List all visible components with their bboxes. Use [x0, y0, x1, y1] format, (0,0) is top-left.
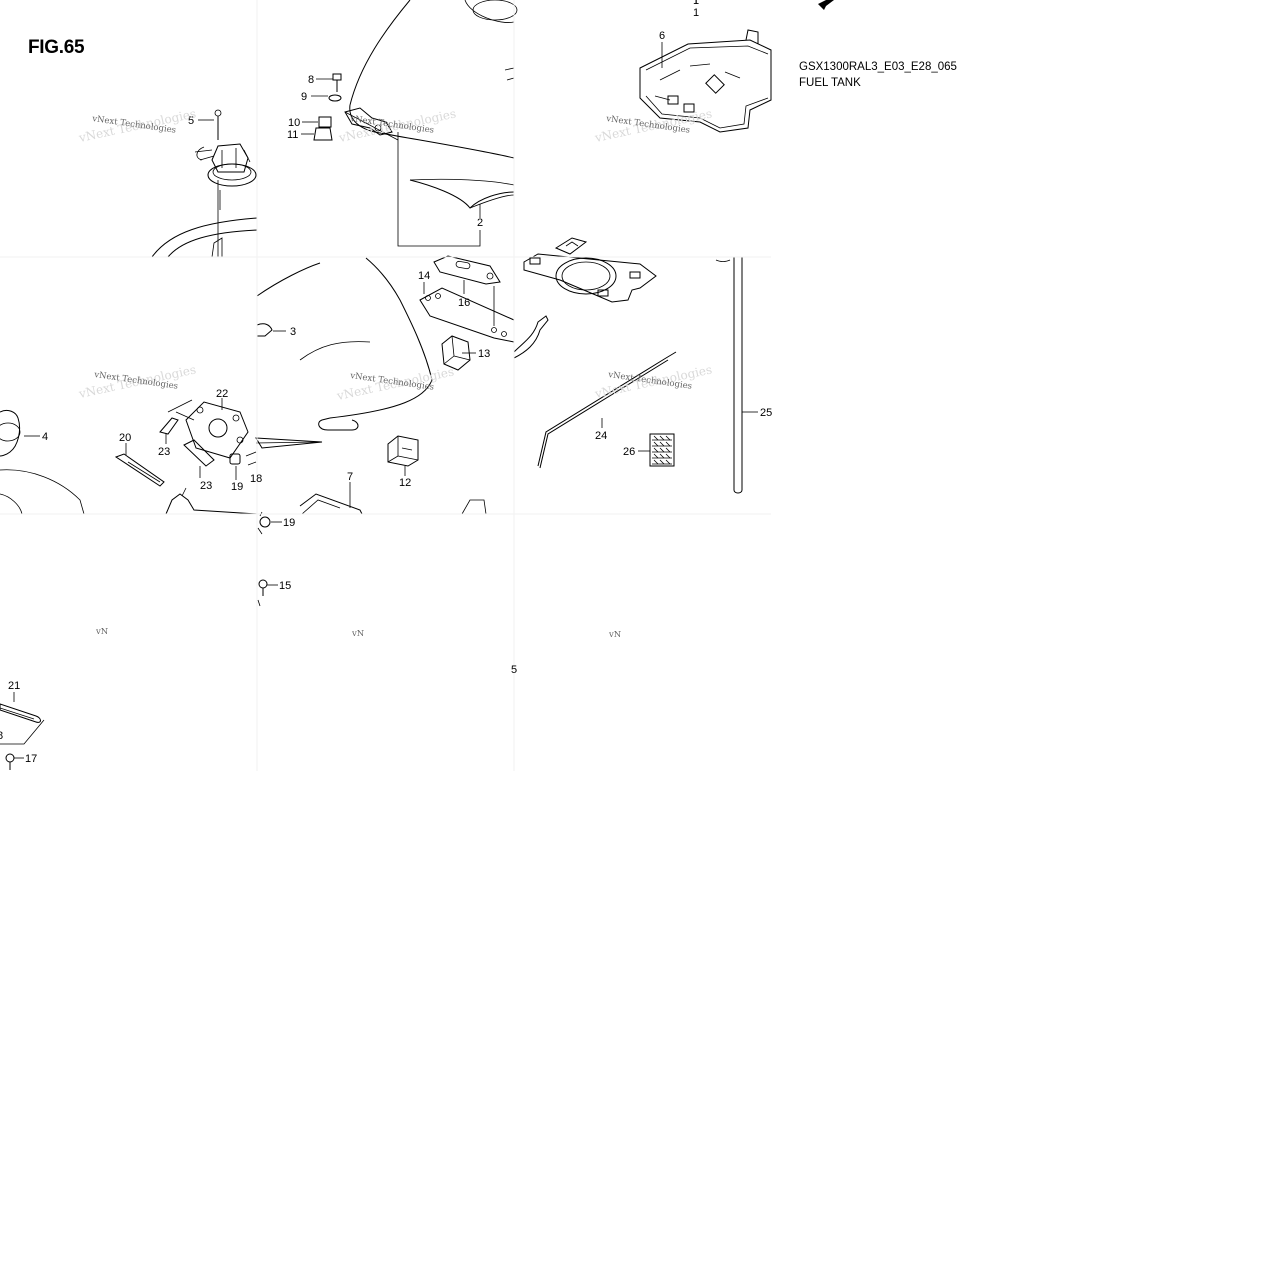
- callout-26: 26: [623, 446, 635, 458]
- lower-left-hardware: [0, 692, 45, 770]
- callout-6: 6: [659, 30, 665, 42]
- callout-13: 13: [478, 348, 490, 360]
- figure-info: GSX1300RAL3_E03_E28_065 FUEL TANK: [799, 59, 957, 91]
- callout-5-cut: 5: [511, 664, 517, 676]
- callout-24: 24: [595, 430, 607, 442]
- callout-labels: 1 1 2 3 4 5 6 7 8 9 10 11 12 13 14 15 16…: [0, 0, 772, 765]
- callout-2: 2: [477, 217, 483, 229]
- callout-21: 21: [8, 680, 20, 692]
- callout-4: 4: [42, 431, 48, 443]
- callout-1-top: 1: [693, 0, 699, 7]
- callout-19-left: 19: [231, 481, 243, 493]
- callout-11: 11: [287, 129, 298, 141]
- callout-12: 12: [399, 477, 411, 489]
- callout-23-upper: 23: [158, 446, 170, 458]
- callout-5: 5: [188, 115, 194, 127]
- callout-1: 1: [693, 7, 699, 19]
- callout-8-cut: 8: [0, 730, 3, 742]
- tile-seams: [0, 0, 771, 771]
- heat-shield-top: [639, 0, 772, 133]
- watermarks: vNext Technologies vNext Technologies vN…: [77, 106, 713, 640]
- figure-name: FUEL TANK: [799, 77, 861, 89]
- callout-3: 3: [290, 326, 296, 338]
- callout-15: 15: [279, 580, 291, 592]
- callout-19-lower: 19: [283, 517, 295, 529]
- front-arrow-icon: [818, 0, 834, 10]
- rear-bracket-rod-hose: [513, 237, 758, 494]
- callout-14: 14: [418, 270, 430, 282]
- watermark-cut: vN: [351, 629, 365, 639]
- figure-code: GSX1300RAL3_E03_E28_065: [799, 61, 957, 73]
- fuel-tank-top-view: [301, 0, 518, 247]
- callout-18-cut: 18: [250, 473, 262, 485]
- fuel-tank-side: [255, 255, 515, 515]
- fuel-pump-and-rear-bracket: [0, 398, 258, 515]
- callout-7: 7: [347, 471, 353, 483]
- watermark-cut: vN: [95, 627, 109, 637]
- callout-25: 25: [760, 407, 772, 419]
- callout-8: 8: [308, 74, 314, 86]
- callout-10: 10: [288, 117, 300, 129]
- fuel-pump-assembly-top: [151, 109, 258, 258]
- callout-9: 9: [301, 91, 307, 103]
- callout-23-lower: 23: [200, 480, 212, 492]
- figure-title: FIG.65: [28, 37, 85, 58]
- callout-20: 20: [119, 432, 131, 444]
- watermark-cut: vN: [608, 630, 622, 640]
- callout-17: 17: [25, 753, 37, 765]
- callout-16: 16: [458, 297, 470, 309]
- callout-22: 22: [216, 388, 228, 400]
